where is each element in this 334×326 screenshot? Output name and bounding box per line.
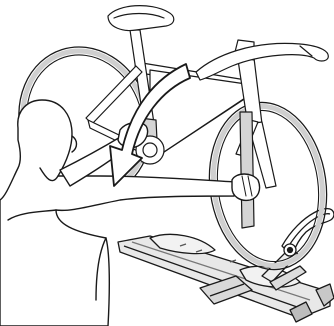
fork-shade: [240, 112, 254, 228]
